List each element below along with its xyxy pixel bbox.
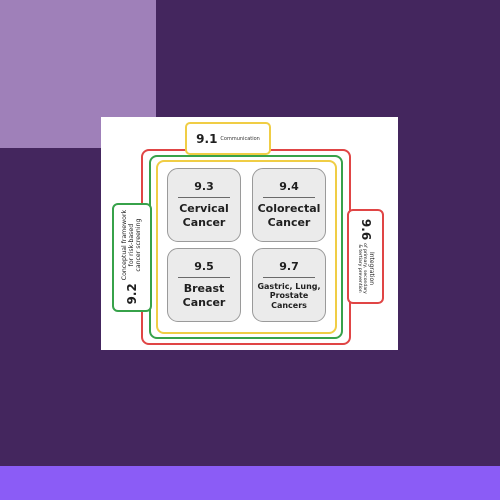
tile-label: Gastric, Lung, xyxy=(257,281,321,291)
communication-label: Communication xyxy=(220,135,260,142)
tile-colorectal-cancer: 9.4 Colorectal Cancer xyxy=(252,168,326,242)
tile-divider xyxy=(178,197,230,199)
tile-number: 9.7 xyxy=(279,259,299,273)
framework-box: 9.2 Conceptual framework for risk-based … xyxy=(112,203,152,312)
tile-label: Colorectal xyxy=(257,202,321,216)
tile-label: Prostate xyxy=(269,291,309,301)
integration-line: & tertiary prevention xyxy=(357,244,363,293)
integration-line: Integration xyxy=(367,252,375,286)
inner-yellow-frame xyxy=(156,160,337,334)
tile-label: Breast xyxy=(183,282,225,296)
tile-number: 9.3 xyxy=(194,180,214,194)
tile-breast-cancer: 9.5 Breast Cancer xyxy=(167,248,241,322)
tile-divider xyxy=(178,277,230,279)
framework-number: 9.2 xyxy=(125,283,140,305)
tile-cervical-cancer: 9.3 Cervical Cancer xyxy=(167,168,241,242)
tile-divider xyxy=(263,197,315,199)
tile-label: Cancers xyxy=(271,300,307,310)
tile-number: 9.5 xyxy=(194,260,214,274)
bottom-accent-bar xyxy=(0,466,500,500)
integration-number: 9.6 xyxy=(358,219,373,241)
tile-label: Cancer xyxy=(182,216,226,229)
tile-divider xyxy=(263,276,315,278)
integration-box: 9.6 Integration of primary, secondary & … xyxy=(347,209,384,304)
tile-gastric-lung-prostate-cancers: 9.7 Gastric, Lung, Prostate Cancers xyxy=(252,248,326,322)
tile-number: 9.4 xyxy=(279,180,299,194)
framework-line: cancer screening xyxy=(134,218,142,272)
tile-label: Cancer xyxy=(182,296,226,309)
tile-label: Cervical xyxy=(179,202,229,216)
integration-line: of primary, secondary xyxy=(362,243,368,294)
communication-number: 9.1 xyxy=(196,131,218,146)
tile-label: Cancer xyxy=(267,216,311,229)
diagram-card: 9.1 Communication 9.2 Conceptual framewo… xyxy=(101,117,398,350)
communication-box: 9.1 Communication xyxy=(185,122,271,155)
